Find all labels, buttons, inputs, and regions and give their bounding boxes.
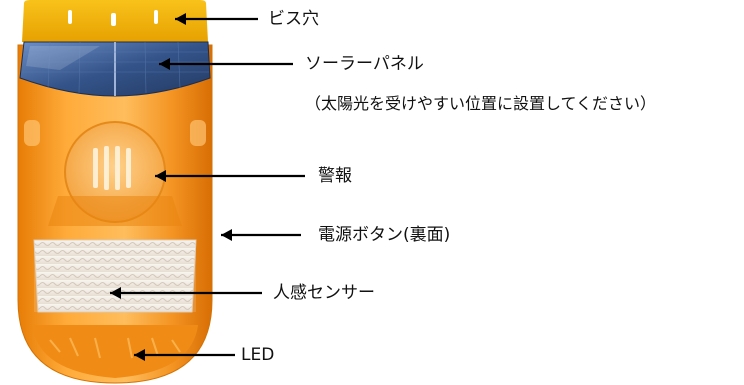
label-solar-note: （太陽光を受けやすい位置に設置してください）	[305, 94, 657, 113]
screw-hole-left	[68, 10, 72, 24]
label-power-button: 電源ボタン(裏面)	[318, 225, 451, 245]
screw-hole-center	[111, 13, 116, 26]
label-screw-holes: ビス穴	[268, 9, 319, 29]
label-motion-sensor: 人感センサー	[273, 283, 375, 303]
screw-hole-right	[154, 10, 158, 24]
led-area	[32, 325, 198, 378]
label-alarm: 警報	[318, 166, 352, 186]
label-solar-panel: ソーラーパネル	[305, 54, 424, 74]
label-led: LED	[241, 345, 275, 365]
annotation-arrows	[110, 13, 305, 361]
